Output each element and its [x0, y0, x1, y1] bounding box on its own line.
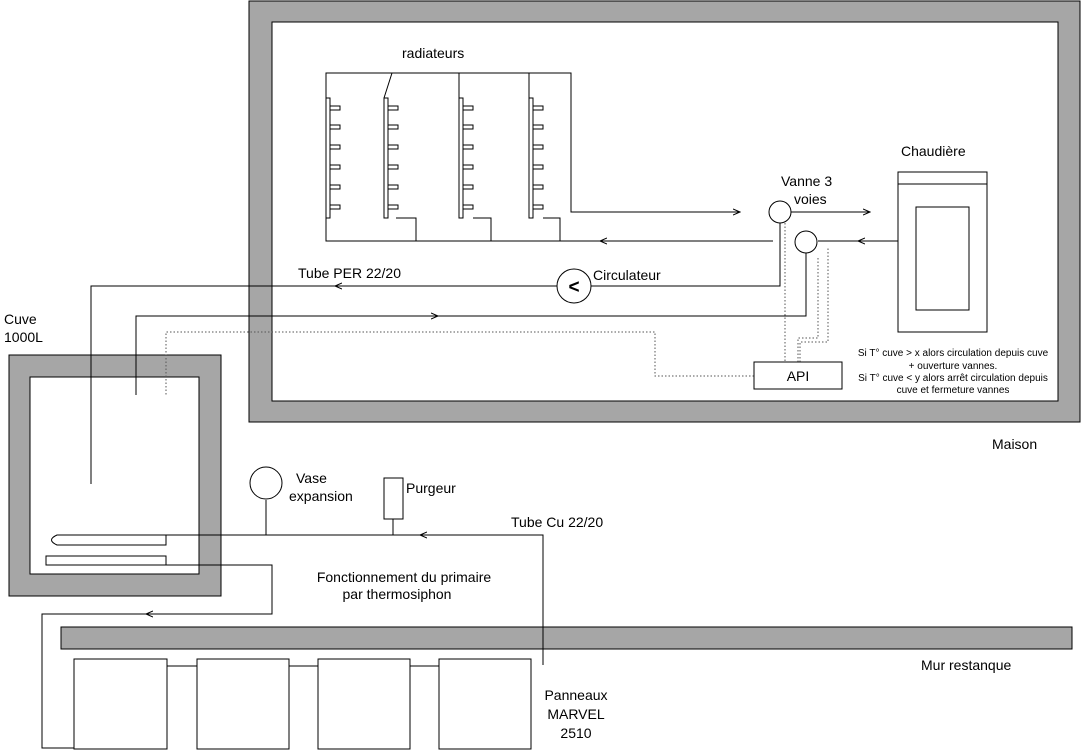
wall-label: Mur restanque: [921, 657, 1011, 673]
solar-panels: [73, 658, 532, 750]
radiator-4: [528, 97, 544, 219]
radiators: [325, 97, 544, 219]
solar-panel: [317, 658, 411, 750]
panels-label-line1: Panneaux: [544, 687, 607, 703]
radiator-2: [383, 97, 399, 219]
control-note-line: cuve et fermeture vannes: [897, 385, 1010, 396]
solar-panel: [438, 658, 532, 750]
control-note: Si T° cuve > x alors circulation depuis …: [858, 348, 1049, 396]
control-note-line: Si T° cuve > x alors circulation depuis …: [858, 348, 1049, 359]
tank-label-line2: 1000L: [4, 329, 43, 345]
solar-panel: [196, 658, 290, 750]
heat-exchanger: [45, 534, 167, 566]
panels-label-line2: MARVEL: [547, 706, 605, 722]
three-way-valve-bottom: [794, 230, 818, 254]
expansion-label-line2: expansion: [289, 488, 353, 504]
tank-label-line1: Cuve: [4, 311, 37, 327]
expansion-label-line1: Vase: [296, 470, 327, 486]
three-way-valve-top: [768, 200, 792, 224]
pump-label: Circulateur: [593, 267, 661, 283]
bleeder-label: Purgeur: [406, 480, 456, 496]
solar-panel: [73, 658, 168, 750]
boiler-label: Chaudière: [901, 143, 966, 159]
tube-per-label: Tube PER 22/20: [298, 265, 401, 281]
panels-label-line3: 2510: [560, 725, 591, 741]
radiator-piping: [325, 72, 898, 241]
primary-note-line1: Fonctionnement du primaire: [317, 569, 492, 585]
bleeder: [383, 477, 404, 520]
control-note-line: Si T° cuve < y alors arrêt circulation d…: [858, 373, 1048, 384]
house-label: Maison: [992, 436, 1037, 452]
house-wall: [248, 0, 1081, 423]
tank-piping: [90, 223, 807, 484]
expansion-vessel: [249, 466, 283, 500]
api-label: API: [787, 368, 810, 384]
valve-label-line1: Vanne 3: [781, 173, 832, 189]
control-lines: [165, 223, 829, 395]
api-controller: [753, 361, 843, 390]
tank-wall: [8, 354, 222, 597]
radiator-3: [458, 97, 474, 219]
radiator-1: [325, 97, 341, 219]
radiators-label: radiateurs: [402, 45, 464, 61]
primary-piping: [41, 500, 544, 749]
control-note-line: + ouverture vannes.: [909, 361, 998, 372]
valve-label-line2: voies: [794, 191, 827, 207]
restanque-wall: [60, 626, 1073, 650]
primary-note-line2: par thermosiphon: [343, 586, 452, 602]
boiler: [897, 171, 988, 333]
tube-cu-label: Tube Cu 22/20: [511, 514, 603, 530]
circulator-pump: [556, 268, 592, 304]
pump-symbol: <: [568, 277, 579, 298]
